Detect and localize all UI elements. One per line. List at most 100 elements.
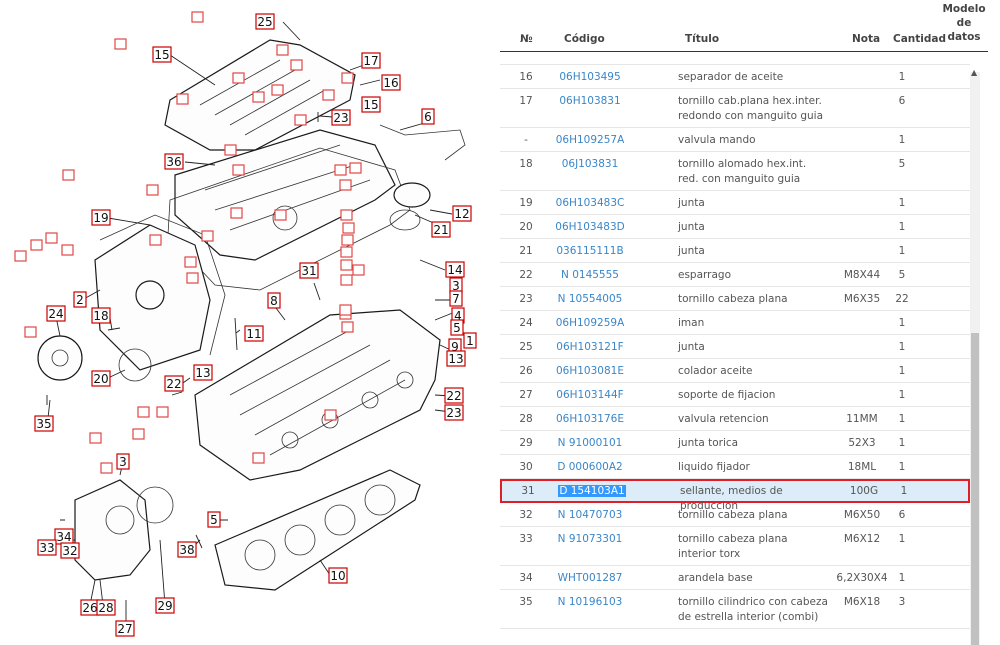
callout-13[interactable]: 13 — [193, 364, 213, 381]
callout-3[interactable]: 3 — [116, 453, 130, 470]
hotspot-marker[interactable] — [114, 38, 127, 50]
callout-23[interactable]: 23 — [331, 109, 351, 126]
callout-22[interactable]: 22 — [444, 387, 464, 404]
hotspot-marker[interactable] — [294, 114, 307, 126]
hotspot-marker[interactable] — [324, 409, 337, 421]
hotspot-marker[interactable] — [137, 406, 150, 418]
hotspot-marker[interactable] — [24, 326, 37, 338]
col-header-data-model[interactable]: Modelo de datos — [940, 2, 988, 44]
callout-15[interactable]: 15 — [152, 46, 172, 63]
scrollbar-thumb[interactable] — [971, 333, 979, 645]
hotspot-marker[interactable] — [186, 272, 199, 284]
hotspot-marker[interactable] — [276, 44, 289, 56]
part-code-link[interactable]: N 10554005 — [557, 293, 623, 305]
part-code-link[interactable]: N 91073301 — [557, 533, 623, 545]
callout-36[interactable]: 36 — [164, 153, 184, 170]
callout-15[interactable]: 15 — [361, 96, 381, 113]
part-code-link[interactable]: 06H103121F — [556, 341, 624, 353]
hotspot-marker[interactable] — [156, 406, 169, 418]
hotspot-marker[interactable] — [184, 256, 197, 268]
hotspot-marker[interactable] — [149, 234, 162, 246]
hotspot-marker[interactable] — [290, 59, 303, 71]
hotspot-marker[interactable] — [334, 164, 347, 176]
hotspot-marker[interactable] — [14, 250, 27, 262]
callout-25[interactable]: 25 — [255, 13, 275, 30]
callout-4[interactable]: 4 — [451, 307, 465, 324]
hotspot-marker[interactable] — [339, 304, 352, 316]
hotspot-marker[interactable] — [232, 164, 245, 176]
hotspot-marker[interactable] — [232, 72, 245, 84]
part-code-link[interactable]: 06H109257A — [555, 134, 625, 146]
part-code-link[interactable]: D 000600A2 — [557, 461, 623, 473]
hotspot-marker[interactable] — [61, 244, 74, 256]
part-code-link[interactable]: 06H103176E — [556, 413, 624, 425]
callout-2[interactable]: 2 — [73, 291, 87, 308]
hotspot-marker[interactable] — [62, 169, 75, 181]
callout-14[interactable]: 14 — [445, 261, 465, 278]
hotspot-marker[interactable] — [341, 321, 354, 333]
part-code-link[interactable]: 06H103081E — [556, 365, 624, 377]
part-code-link[interactable]: 06H103483D — [555, 221, 625, 233]
part-code-highlight[interactable]: D 154103A1 — [558, 485, 626, 497]
hotspot-marker[interactable] — [271, 84, 284, 96]
callout-12[interactable]: 12 — [452, 205, 472, 222]
callout-6[interactable]: 6 — [421, 108, 435, 125]
hotspot-marker[interactable] — [349, 162, 362, 174]
callout-10[interactable]: 10 — [328, 567, 348, 584]
callout-31[interactable]: 31 — [299, 262, 319, 279]
callout-18[interactable]: 18 — [91, 307, 111, 324]
hotspot-marker[interactable] — [230, 207, 243, 219]
hotspot-marker[interactable] — [176, 93, 189, 105]
hotspot-marker[interactable] — [89, 432, 102, 444]
hotspot-marker[interactable] — [146, 184, 159, 196]
col-header-quantity[interactable]: Cantidad — [893, 33, 947, 45]
callout-5[interactable]: 5 — [450, 319, 464, 336]
part-code-link[interactable]: N 91000101 — [557, 437, 623, 449]
callout-24[interactable]: 24 — [46, 305, 66, 322]
hotspot-marker[interactable] — [274, 209, 287, 221]
part-code-link[interactable]: N 0145555 — [561, 269, 619, 281]
col-header-note[interactable]: Nota — [852, 33, 881, 45]
callout-1[interactable]: 1 — [463, 332, 477, 349]
callout-27[interactable]: 27 — [115, 620, 135, 637]
part-code-link[interactable]: 06J103831 — [561, 158, 619, 170]
hotspot-marker[interactable] — [252, 452, 265, 464]
hotspot-marker[interactable] — [339, 179, 352, 191]
callout-33[interactable]: 33 — [37, 539, 57, 556]
hotspot-marker[interactable] — [340, 209, 353, 221]
hotspot-marker[interactable] — [340, 259, 353, 271]
callout-16[interactable]: 16 — [381, 74, 401, 91]
callout-13[interactable]: 13 — [446, 350, 466, 367]
part-code-link[interactable]: 06H103831 — [559, 95, 621, 107]
callout-23[interactable]: 23 — [444, 404, 464, 421]
hotspot-marker[interactable] — [340, 274, 353, 286]
hotspot-marker[interactable] — [191, 11, 204, 23]
callout-20[interactable]: 20 — [91, 370, 111, 387]
hotspot-marker[interactable] — [201, 230, 214, 242]
callout-11[interactable]: 11 — [244, 325, 264, 342]
hotspot-marker[interactable] — [341, 234, 354, 246]
hotspot-marker[interactable] — [322, 89, 335, 101]
callout-29[interactable]: 29 — [155, 597, 175, 614]
callout-7[interactable]: 7 — [449, 290, 463, 307]
callout-28[interactable]: 28 — [96, 599, 116, 616]
hotspot-marker[interactable] — [340, 246, 353, 258]
part-code-link[interactable]: WHT001287 — [557, 572, 623, 584]
hotspot-marker[interactable] — [132, 428, 145, 440]
scroll-up-arrow-icon[interactable]: ▲ — [971, 68, 978, 77]
col-header-code[interactable]: Código — [564, 33, 605, 45]
